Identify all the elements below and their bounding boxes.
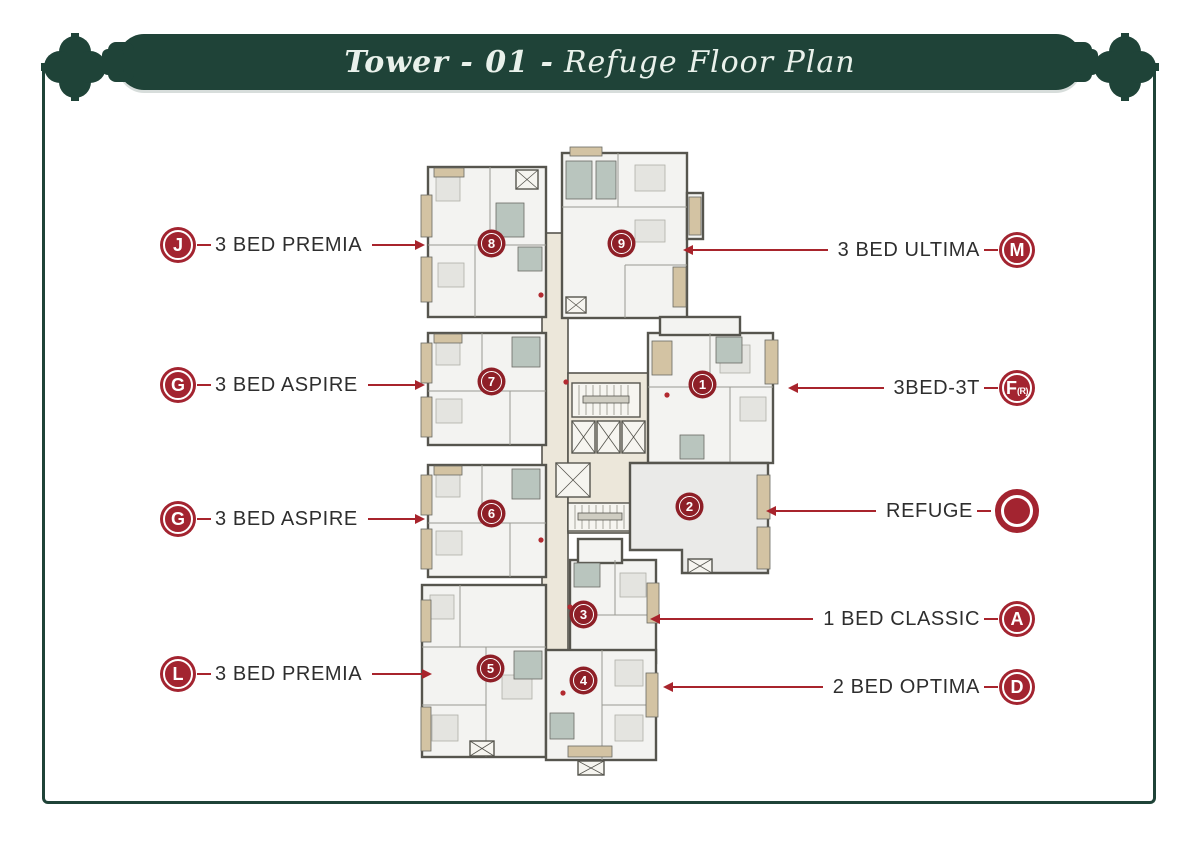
unit-number: 2 <box>685 499 694 514</box>
unit-2-refuge-area <box>628 461 771 575</box>
pointer-line <box>372 244 415 246</box>
unit-type-badge-fr: F(R) <box>1002 373 1032 403</box>
unit-type-label: 3 BED ASPIRE <box>215 507 358 530</box>
unit-3-block <box>568 537 660 665</box>
callout-2-bed-optima-d: 2 BED OPTIMA D <box>663 665 1032 709</box>
unit-type-label: 3BED-3T <box>893 376 980 399</box>
callout-3-bed-ultima-m: 3 BED ULTIMA M <box>683 228 1032 272</box>
pointer-line <box>798 387 884 389</box>
page-title: Tower - 01 -Refuge Floor Plan <box>344 45 855 80</box>
unit-circle-2: 2 <box>679 496 700 517</box>
unit-type-badge-m: M <box>1002 235 1032 265</box>
unit-4-block <box>544 648 659 776</box>
arrowhead-right-icon <box>415 514 425 524</box>
unit-type-label: 3 BED ASPIRE <box>215 373 358 396</box>
arrowhead-left-icon <box>650 614 660 624</box>
callout-3bed-3t-fr: 3BED-3T F(R) <box>788 366 1032 410</box>
unit-type-label: 3 BED PREMIA <box>215 233 363 256</box>
badge-letter: M <box>1009 240 1025 260</box>
badge-letter: A <box>1010 609 1024 629</box>
connector-line <box>197 518 211 520</box>
callout-3-bed-aspire-g-lower: G 3 BED ASPIRE <box>163 497 425 541</box>
callout-refuge: REFUGE <box>766 489 1039 533</box>
unit-number: 9 <box>617 236 626 251</box>
unit-circle-8: 8 <box>481 233 502 254</box>
unit-type-badge-d: D <box>1002 672 1032 702</box>
pointer-line <box>372 673 422 675</box>
unit-number: 4 <box>579 673 588 688</box>
unit-circle-4: 4 <box>573 670 594 691</box>
arrowhead-right-icon <box>415 240 425 250</box>
badge-letter: G <box>170 375 185 395</box>
pointer-line <box>693 249 828 251</box>
arrowhead-right-icon <box>415 380 425 390</box>
callout-3-bed-premia-l: L 3 BED PREMIA <box>163 652 432 696</box>
page-title-plan-type: Refuge Floor Plan <box>563 44 856 80</box>
unit-9-block <box>560 146 705 320</box>
refuge-badge-disk <box>1004 498 1030 524</box>
entry-markers <box>538 292 670 696</box>
unit-type-badge-j: J <box>163 230 193 260</box>
unit-type-badge-g: G <box>163 370 193 400</box>
unit-type-badge-l: L <box>163 659 193 689</box>
unit-type-label: 2 BED OPTIMA <box>832 675 980 698</box>
page-title-tower: Tower - 01 - <box>344 44 554 80</box>
unit-circle-5: 5 <box>480 658 501 679</box>
pointer-line <box>776 510 877 512</box>
pointer-line <box>367 518 415 520</box>
badge-letter: G <box>170 509 185 529</box>
connector-line <box>977 510 991 512</box>
unit-number: 6 <box>487 506 496 521</box>
connector-line <box>984 686 998 688</box>
unit-type-label: 1 BED CLASSIC <box>823 607 980 630</box>
arrowhead-right-icon <box>422 669 432 679</box>
unit-number: 1 <box>698 377 707 392</box>
unit-type-badge-g: G <box>163 504 193 534</box>
unit-circle-3: 3 <box>573 604 594 625</box>
pointer-line <box>660 618 814 620</box>
connector-line <box>197 384 211 386</box>
connector-line <box>984 249 998 251</box>
title-banner: Tower - 01 -Refuge Floor Plan <box>102 34 1098 90</box>
arrowhead-left-icon <box>766 506 776 516</box>
badge-letter: J <box>172 235 183 255</box>
badge-subscript: (R) <box>1017 386 1029 396</box>
quatrefoil-ornament-right <box>1091 33 1159 101</box>
unit-type-label: 3 BED ULTIMA <box>837 238 980 261</box>
refuge-badge <box>995 489 1039 533</box>
arrowhead-left-icon <box>788 383 798 393</box>
unit-type-label: 3 BED PREMIA <box>215 662 363 685</box>
unit-circle-6: 6 <box>481 503 502 524</box>
unit-circle-9: 9 <box>611 233 632 254</box>
unit-5-block <box>420 583 548 759</box>
arrowhead-left-icon <box>683 245 693 255</box>
connector-line <box>984 387 998 389</box>
connector-line <box>984 618 998 620</box>
callout-3-bed-aspire-g-upper: G 3 BED ASPIRE <box>163 363 425 407</box>
connector-line <box>197 673 211 675</box>
banner-end-ornament-left-step <box>102 49 124 75</box>
unit-1-block <box>646 315 779 465</box>
connector-line <box>197 244 211 246</box>
unit-type-badge-a: A <box>1002 604 1032 634</box>
unit-number: 5 <box>486 661 495 676</box>
unit-circle-1: 1 <box>692 374 713 395</box>
callout-1-bed-classic-a: 1 BED CLASSIC A <box>650 597 1032 641</box>
callout-3-bed-premia-j: J 3 BED PREMIA <box>163 223 425 267</box>
unit-circle-7: 7 <box>481 371 502 392</box>
core-stairs-lifts <box>555 382 646 532</box>
unit-number: 8 <box>487 236 496 251</box>
unit-type-label: REFUGE <box>886 499 973 522</box>
unit-number: 7 <box>487 374 496 389</box>
pointer-line <box>673 686 823 688</box>
quatrefoil-ornament-left <box>41 33 109 101</box>
badge-letter: D <box>1010 677 1024 697</box>
pointer-line <box>367 384 415 386</box>
banner-end-ornament-right-step <box>1076 49 1098 75</box>
arrowhead-left-icon <box>663 682 673 692</box>
unit-number: 3 <box>579 607 588 622</box>
page-border <box>42 66 1156 804</box>
badge-letter: F <box>1006 378 1017 398</box>
badge-letter: L <box>172 664 184 684</box>
